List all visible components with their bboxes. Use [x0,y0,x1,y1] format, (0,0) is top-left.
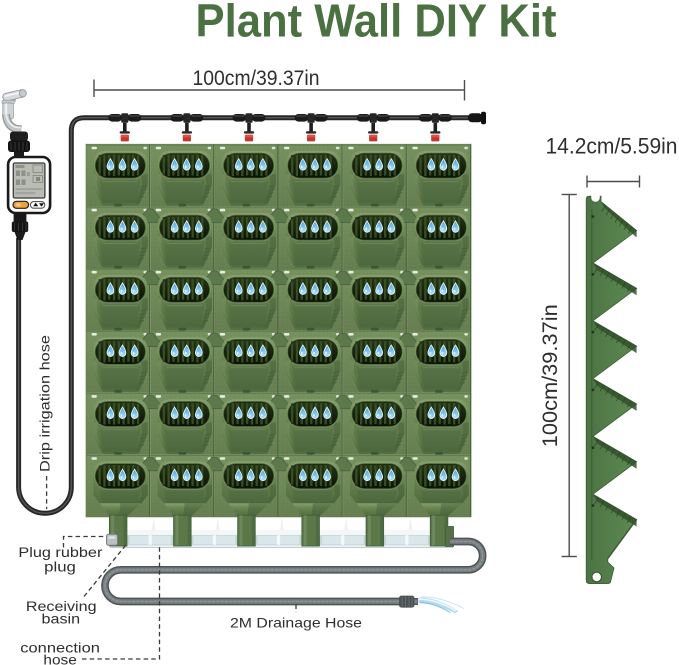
svg-text:2M Drainage Hose: 2M Drainage Hose [230,615,362,631]
svg-text:Plant Wall DIY Kit: Plant Wall DIY Kit [196,0,557,47]
svg-text:connection: connection [20,639,100,655]
svg-text:Drip irrigation hose: Drip irrigation hose [37,335,53,472]
svg-text:Plug rubber: Plug rubber [18,544,102,560]
svg-text:100cm/39.37in: 100cm/39.37in [193,67,320,90]
svg-text:100cm/39.37in: 100cm/39.37in [538,304,562,447]
svg-text:hose: hose [43,651,77,665]
svg-text:plug: plug [44,559,76,575]
svg-text:basin: basin [42,611,81,627]
svg-text:Receiving: Receiving [26,598,97,614]
svg-text:14.2cm/5.59in: 14.2cm/5.59in [546,134,678,159]
